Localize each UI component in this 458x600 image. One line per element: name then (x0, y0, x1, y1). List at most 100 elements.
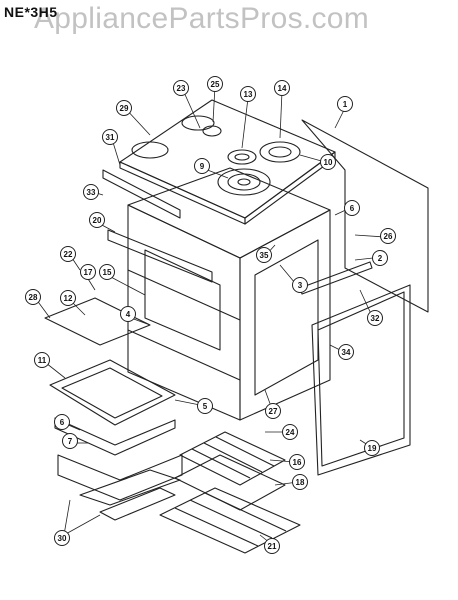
surface-burners (202, 125, 301, 196)
callout-label: 13 (244, 90, 253, 99)
callout-label: 33 (87, 188, 96, 197)
callout-label: 21 (268, 542, 277, 551)
callout-circle (282, 424, 298, 440)
callout-6a: 6 (344, 200, 360, 216)
callout-circle (62, 433, 78, 449)
callout-circle (120, 306, 136, 322)
callout-28: 28 (25, 289, 41, 305)
door-panel (311, 284, 411, 476)
callout-10: 10 (320, 154, 336, 170)
callout-label: 32 (371, 314, 380, 323)
callout-2: 2 (372, 250, 388, 266)
callout-circle (60, 246, 76, 262)
callout-15: 15 (99, 264, 115, 280)
callout-circle (197, 398, 213, 414)
callout-circle (292, 277, 308, 293)
callout-circle (25, 289, 41, 305)
callout-20: 20 (89, 212, 105, 228)
callout-6b: 6 (54, 414, 70, 430)
callout-label: 5 (203, 402, 208, 411)
callout-label: 27 (269, 407, 278, 416)
callout-16: 16 (289, 454, 305, 470)
callout-11: 11 (34, 352, 50, 368)
callout-34: 34 (338, 344, 354, 360)
callout-circle (367, 310, 383, 326)
callout-label: 16 (293, 458, 302, 467)
callout-label: 14 (278, 84, 287, 93)
callout-circle (364, 440, 380, 456)
callout-circle (372, 250, 388, 266)
callout-19: 19 (364, 440, 380, 456)
watermark: AppliancePartsPros.com (34, 2, 370, 35)
callout-label: 28 (29, 293, 38, 302)
callout-label: 10 (324, 158, 333, 167)
callout-circle (99, 264, 115, 280)
callout-circle (289, 454, 305, 470)
callout-9: 9 (194, 158, 210, 174)
callout-label: 12 (64, 294, 73, 303)
callout-circle (89, 212, 105, 228)
callout-1: 1 (337, 96, 353, 112)
callout-3: 3 (292, 277, 308, 293)
callout-23: 23 (173, 80, 189, 96)
range-body (127, 167, 331, 421)
callout-label: 15 (103, 268, 112, 277)
callout-label: 31 (106, 133, 115, 142)
callout-label: 7 (68, 437, 73, 446)
callout-22: 22 (60, 246, 76, 262)
callout-circle (240, 86, 256, 102)
callout-5: 5 (197, 398, 213, 414)
callout-label: 2 (378, 254, 383, 263)
callout-circle (207, 76, 223, 92)
callout-13: 13 (240, 86, 256, 102)
callout-circle (344, 200, 360, 216)
cooktop-panel (119, 99, 336, 225)
callout-circle (54, 414, 70, 430)
model-title: NE*3H5 (4, 4, 58, 20)
callout-label: 30 (58, 534, 67, 543)
callout-circle (264, 538, 280, 554)
callout-label: 24 (286, 428, 295, 437)
callout-label: 22 (64, 250, 73, 259)
callout-label: 6 (60, 418, 65, 427)
callout-circle (102, 129, 118, 145)
callout-label: 17 (84, 268, 93, 277)
callout-circle (380, 228, 396, 244)
callout-24: 24 (282, 424, 298, 440)
callout-circle (292, 474, 308, 490)
callout-27: 27 (265, 403, 281, 419)
callout-circle (274, 80, 290, 96)
callout-14: 14 (274, 80, 290, 96)
callout-label: 19 (368, 444, 377, 453)
callout-26: 26 (380, 228, 396, 244)
callout-label: 20 (93, 216, 102, 225)
callout-label: 6 (350, 204, 355, 213)
callout-label: 35 (260, 251, 269, 260)
callout-label: 25 (211, 80, 220, 89)
callout-label: 3 (298, 281, 303, 290)
callout-4: 4 (120, 306, 136, 322)
callout-circle (265, 403, 281, 419)
callout-35: 35 (256, 247, 272, 263)
callout-circle (256, 247, 272, 263)
callout-32: 32 (367, 310, 383, 326)
callout-label: 34 (342, 348, 351, 357)
wire-rack (159, 487, 301, 554)
callout-7: 7 (62, 433, 78, 449)
callout-circle (80, 264, 96, 280)
callout-circle (337, 96, 353, 112)
callout-circle (194, 158, 210, 174)
oven-rack (179, 431, 286, 486)
callout-29: 29 (116, 100, 132, 116)
callout-label: 23 (177, 84, 186, 93)
callout-33: 33 (83, 184, 99, 200)
callout-circle (116, 100, 132, 116)
callout-label: 1 (343, 100, 348, 109)
callout-18: 18 (292, 474, 308, 490)
callout-circle (173, 80, 189, 96)
callout-label: 18 (296, 478, 305, 487)
callout-circle (320, 154, 336, 170)
side-trim (102, 169, 181, 219)
